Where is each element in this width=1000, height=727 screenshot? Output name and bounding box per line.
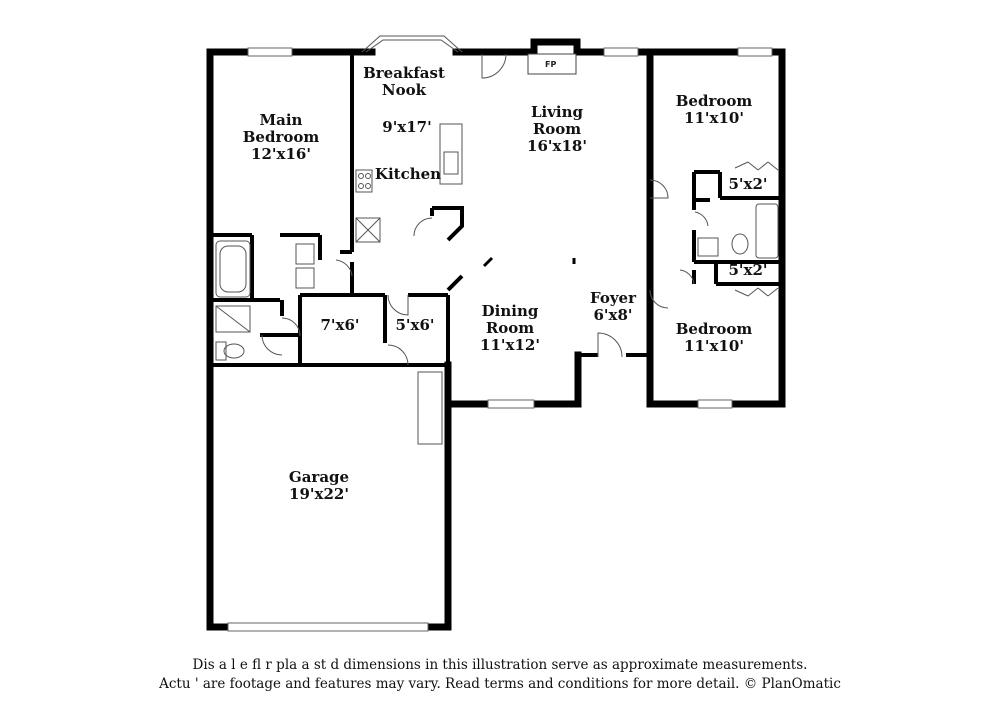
room-name: Foyer — [590, 289, 636, 307]
closet-1: 5'x2' — [728, 175, 768, 193]
bay-window — [361, 35, 463, 53]
doors — [261, 53, 779, 366]
fireplace-label: FP — [545, 60, 557, 69]
room-name: Bedroom — [675, 320, 753, 338]
room-foyer: Foyer 6'x8' — [590, 290, 636, 324]
room-dimensions: 11'x10' — [684, 109, 744, 127]
room-bedroom-1: Bedroom 11'x10' — [676, 93, 753, 127]
ceiling-lines — [482, 256, 576, 268]
room-name: Bedroom — [675, 92, 753, 110]
room-dimensions: 6'x8' — [593, 306, 633, 324]
closet-5x6: 5'x6' — [395, 316, 435, 334]
room-garage: Garage 19'x22' — [289, 469, 349, 503]
room-dimensions: 16'x18' — [527, 137, 587, 155]
disclaimer-line-1: Dis a l e fl r pla a st d dimensions in … — [192, 657, 808, 673]
room-dimensions: 11'x10' — [684, 337, 744, 355]
room-dimensions: 11'x12' — [480, 336, 540, 354]
closet-2: 5'x2' — [728, 261, 768, 279]
closet-7x6: 7'x6' — [320, 316, 360, 334]
room-name: Garage — [288, 468, 350, 486]
room-dimensions: 19'x22' — [289, 485, 349, 503]
windows — [227, 47, 773, 632]
room-dimensions: 12'x16' — [251, 145, 311, 163]
room-kitchen: Kitchen — [374, 165, 442, 183]
disclaimer-line-2: Actu ' are footage and features may vary… — [159, 676, 841, 692]
fireplace — [527, 53, 577, 75]
room-bedroom-2: Bedroom 11'x10' — [676, 321, 753, 355]
room-kitchen-dimensions: 9'x17' — [382, 118, 432, 136]
fixtures — [215, 123, 779, 445]
